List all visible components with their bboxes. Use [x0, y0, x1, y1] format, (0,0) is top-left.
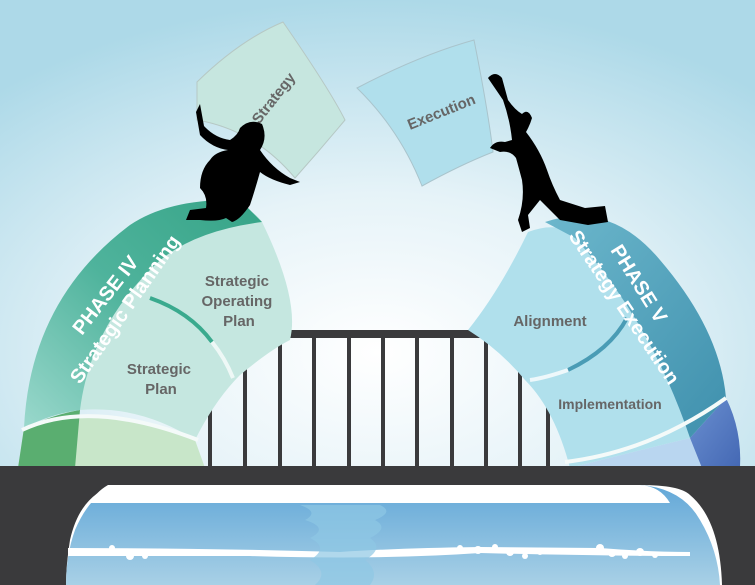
strategy-piece: Strategy	[196, 21, 346, 179]
left-arch-inner	[80, 207, 293, 440]
left-segment-lower-label: Strategic Plan	[127, 361, 195, 398]
right-arch: PHASE V Strategy Execution Alignment Imp…	[468, 216, 741, 468]
left-segment-divider	[149, 296, 214, 344]
woman-silhouette-icon	[186, 104, 300, 222]
right-segment-divider	[567, 317, 629, 372]
execution-piece: Execution	[356, 39, 494, 187]
right-segment-lower-label: Implementation	[558, 396, 661, 412]
man-silhouette-icon	[488, 74, 608, 232]
river	[66, 485, 720, 585]
right-arch-base	[570, 438, 702, 468]
left-arch-phase-band	[24, 199, 262, 428]
right-segment-upper-label: Alignment	[513, 313, 586, 330]
right-arch-phase-band	[545, 216, 726, 438]
right-arch-base-dark	[690, 398, 741, 468]
left-segment-upper-label: Strategic Operating Plan	[201, 273, 276, 330]
bridge-deck	[0, 466, 755, 585]
left-arch: PHASE IV Strategic Planning Strategic Op…	[18, 199, 293, 468]
right-arch-inner	[468, 227, 690, 468]
